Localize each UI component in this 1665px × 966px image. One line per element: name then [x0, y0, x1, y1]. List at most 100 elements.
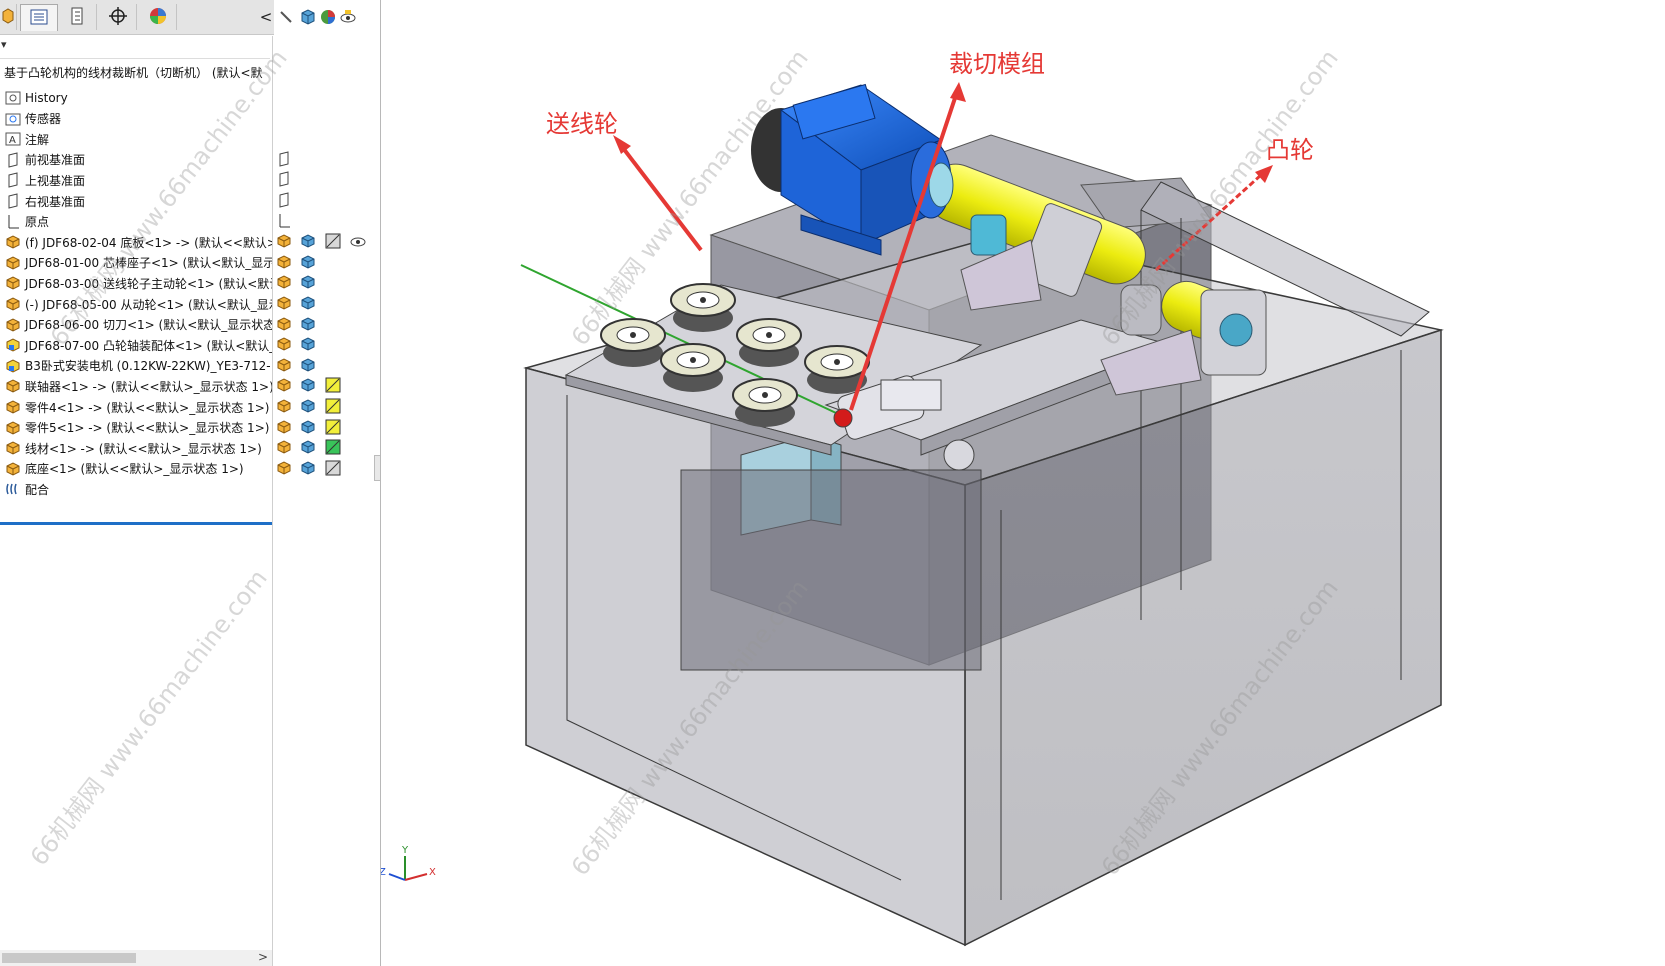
- tree-item-label: 联轴器<1> -> (默认<<默认>_显示状态 1>): [25, 379, 272, 394]
- tree-root-assembly[interactable]: 基于凸轮机构的线材裁断机（切断机） (默认<默: [4, 66, 263, 80]
- scrollbar-thumb[interactable]: [2, 953, 136, 963]
- part-state-icon[interactable]: [274, 231, 294, 251]
- tree-item[interactable]: 零件5<1> -> (默认<<默认>_显示状态 1>): [0, 418, 272, 438]
- view-cube-icon[interactable]: [298, 231, 318, 251]
- view-cube-icon[interactable]: [298, 417, 318, 437]
- part-state-icon[interactable]: [274, 314, 294, 334]
- tree-item[interactable]: (f) JDF68-02-04 底板<1> -> (默认<<默认>_: [0, 232, 272, 252]
- tree-item[interactable]: 底座<1> (默认<<默认>_显示状态 1>): [0, 459, 272, 479]
- property-icon: [70, 7, 86, 28]
- plane-state-icon[interactable]: [274, 169, 294, 189]
- appearance-swatch[interactable]: [323, 231, 343, 251]
- annotation-icon: A: [4, 130, 22, 148]
- view-cube-icon[interactable]: [298, 334, 318, 354]
- tree-item[interactable]: JDF68-07-00 凸轮轴装配体<1> (默认<默认_: [0, 335, 272, 355]
- tree-item-label: 右视基准面: [25, 194, 86, 209]
- tree-item[interactable]: 上视基准面: [0, 170, 272, 190]
- tree-item[interactable]: 零件4<1> -> (默认<<默认>_显示状态 1>): [0, 397, 272, 417]
- tree-item-label: 传感器: [25, 112, 62, 127]
- tree-end-marker: [0, 522, 272, 525]
- view-cube-icon[interactable]: [298, 272, 318, 292]
- horizontal-scrollbar[interactable]: >: [0, 950, 272, 966]
- eye-icon[interactable]: [348, 231, 368, 251]
- panel-divider: [272, 36, 273, 966]
- mates-icon: [4, 480, 22, 498]
- plane-state-icon[interactable]: [274, 190, 294, 210]
- view-triad: Y X Z: [381, 845, 436, 881]
- view-cube-icon[interactable]: [298, 375, 318, 395]
- tree-item[interactable]: 联轴器<1> -> (默认<<默认>_显示状态 1>): [0, 376, 272, 396]
- part-state-icon[interactable]: [274, 396, 294, 416]
- collapse-panel-button[interactable]: <: [259, 8, 273, 26]
- label-cut-module: 裁切模组: [949, 50, 1045, 78]
- appearance-swatch[interactable]: [323, 458, 343, 478]
- part-state-icon[interactable]: [274, 375, 294, 395]
- tree-item-label: 前视基准面: [25, 153, 86, 168]
- plane-icon: [4, 192, 22, 210]
- tab-feature-tree[interactable]: [20, 4, 58, 31]
- part-state-icon[interactable]: [274, 458, 294, 478]
- view-cube-icon[interactable]: [298, 437, 318, 457]
- view-cube-icon[interactable]: [297, 6, 319, 28]
- tree-item-label: 零件4<1> -> (默认<<默认>_显示状态 1>): [25, 400, 270, 415]
- appearance-swatch[interactable]: [323, 375, 343, 395]
- part-state-icon[interactable]: [274, 293, 294, 313]
- label-feed-wheel: 送线轮: [546, 110, 618, 138]
- pen-icon[interactable]: [275, 6, 297, 28]
- plane-state-icon[interactable]: [274, 149, 294, 169]
- part-state-icon[interactable]: [274, 252, 294, 272]
- annotation-arrows: [613, 82, 1273, 411]
- appearance-swatch[interactable]: [323, 396, 343, 416]
- scroll-right-button[interactable]: >: [257, 950, 268, 964]
- part-state-icon[interactable]: [274, 272, 294, 292]
- appearance-swatch[interactable]: [323, 417, 343, 437]
- tab-property-manager[interactable]: [60, 4, 97, 30]
- tree-item[interactable]: JDF68-06-00 切刀<1> (默认<默认_显示状态: [0, 315, 272, 335]
- label-cam: 凸轮: [1266, 136, 1314, 164]
- tree-filter-row[interactable]: ▾: [0, 36, 270, 59]
- tree-item-label: 底座<1> (默认<<默认>_显示状态 1>): [25, 462, 244, 477]
- view-cube-icon[interactable]: [298, 355, 318, 375]
- tree-item[interactable]: 原点: [0, 212, 272, 232]
- part-state-icon[interactable]: [274, 355, 294, 375]
- filter-icon[interactable]: ▾: [1, 38, 7, 51]
- view-cube-icon[interactable]: [298, 252, 318, 272]
- tree-item[interactable]: 传感器: [0, 109, 272, 129]
- tree-item[interactable]: (-) JDF68-05-00 从动轮<1> (默认<默认_显示: [0, 294, 272, 314]
- appearance-icon: [149, 7, 167, 28]
- tree-item-label: 注解: [25, 132, 50, 147]
- tree-item[interactable]: 右视基准面: [0, 191, 272, 211]
- tree-item[interactable]: JDF68-03-00 送线轮子主动轮<1> (默认<默认: [0, 273, 272, 293]
- view-cube-icon[interactable]: [298, 293, 318, 313]
- tree-item[interactable]: B3卧式安装电机 (0.12KW-22KW)_YE3-712-: [0, 356, 272, 376]
- tree-item-label: JDF68-01-00 芯棒座子<1> (默认<默认_显示: [25, 256, 272, 271]
- panel-splitter-handle[interactable]: [374, 455, 380, 481]
- graphics-viewport[interactable]: Y X Z 送线轮 裁切模组 凸轮 66机械网 www.66machine.co…: [381, 0, 1665, 966]
- origin-icon[interactable]: [274, 211, 294, 231]
- tree-item[interactable]: 前视基准面: [0, 150, 272, 170]
- tree-item[interactable]: JDF68-01-00 芯棒座子<1> (默认<默认_显示: [0, 253, 272, 273]
- appearance-swatch[interactable]: [323, 437, 343, 457]
- part-state-icon[interactable]: [274, 417, 294, 437]
- tree-item[interactable]: 配合: [0, 479, 272, 499]
- part-state-icon[interactable]: [274, 437, 294, 457]
- eye-icon[interactable]: [337, 6, 359, 28]
- tree-item[interactable]: History: [0, 88, 272, 108]
- tree-item-label: (-) JDF68-05-00 从动轮<1> (默认<默认_显示: [25, 297, 272, 312]
- part-icon: [4, 419, 22, 437]
- scene-icon[interactable]: [317, 6, 339, 28]
- tab-configuration-manager[interactable]: [100, 4, 137, 30]
- tree-item[interactable]: 线材<1> -> (默认<<默认>_显示状态 1>): [0, 438, 272, 458]
- part-state-icon[interactable]: [274, 334, 294, 354]
- tree-item-label: 配合: [25, 482, 50, 497]
- cam-shaft: [926, 163, 1267, 376]
- view-cube-icon[interactable]: [298, 396, 318, 416]
- tab-display-manager[interactable]: [140, 4, 177, 30]
- part-icon: [4, 398, 22, 416]
- view-cube-icon[interactable]: [298, 314, 318, 334]
- view-cube-icon[interactable]: [298, 458, 318, 478]
- part-icon: [4, 274, 22, 292]
- tab-featuremanager[interactable]: [0, 4, 17, 30]
